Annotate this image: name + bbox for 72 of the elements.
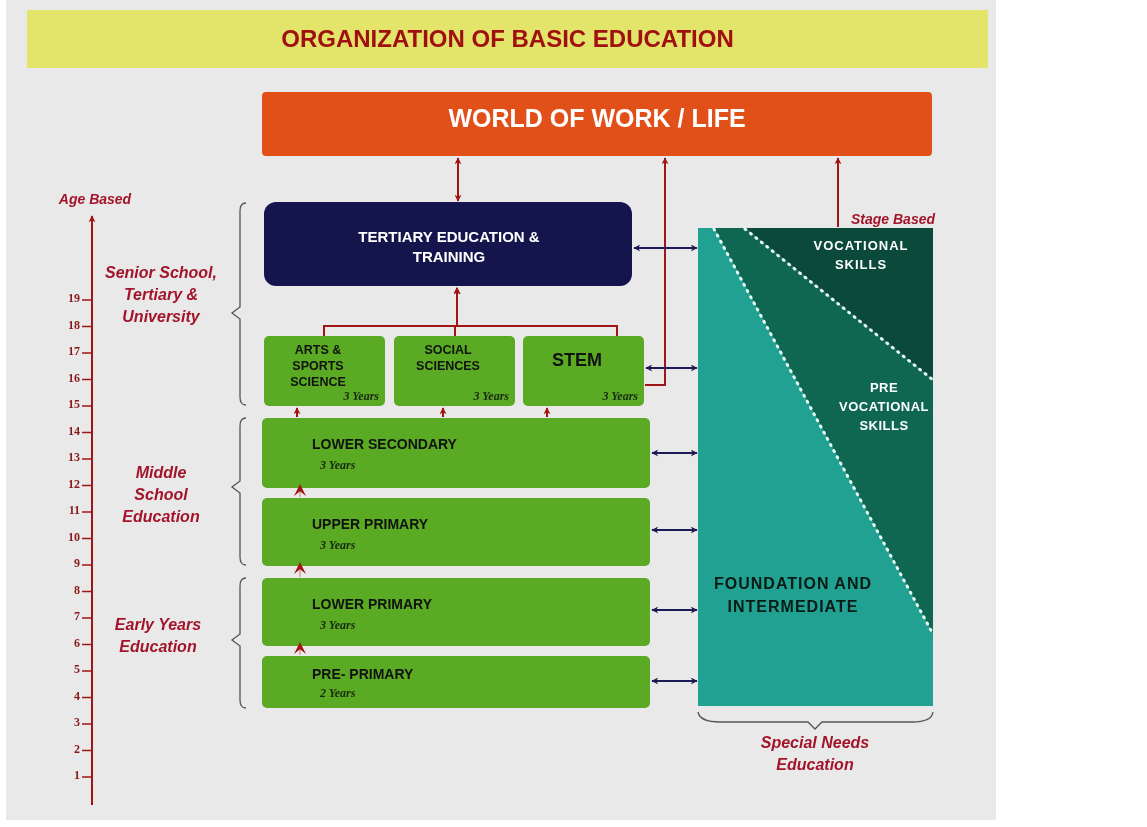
pathway-box bbox=[394, 336, 515, 406]
age-number: 5 bbox=[73, 662, 80, 677]
arrow bbox=[644, 157, 669, 386]
duration-text: 3 Years bbox=[473, 389, 509, 404]
arrow bbox=[633, 244, 698, 252]
skills-region bbox=[745, 228, 933, 380]
chevron-arrow bbox=[294, 642, 306, 656]
stage-box bbox=[262, 578, 650, 646]
box-heading: UPPER PRIMARY bbox=[312, 516, 429, 532]
destination-box bbox=[262, 92, 932, 156]
arrow bbox=[651, 526, 698, 534]
arrow bbox=[651, 449, 698, 457]
duration-text: 3 Years bbox=[320, 538, 356, 553]
duration-text: 3 Years bbox=[320, 458, 356, 473]
region-heading: PRE VOCATIONAL SKILLS bbox=[838, 379, 930, 435]
arrow bbox=[651, 606, 698, 614]
skills-region bbox=[714, 228, 933, 634]
age-number: 14 bbox=[67, 423, 80, 439]
age-number: 18 bbox=[67, 317, 80, 333]
stage-group-label: Special Needs Education bbox=[759, 733, 871, 775]
age-number: 11 bbox=[67, 503, 80, 518]
stage-box bbox=[262, 418, 650, 488]
age-number: 19 bbox=[67, 291, 80, 306]
arrow bbox=[651, 677, 698, 685]
box-heading: SOCIAL SCIENCES bbox=[415, 342, 481, 374]
stage-group-label: Early Years Education bbox=[113, 615, 203, 657]
arrow bbox=[834, 157, 842, 228]
age-number: 7 bbox=[73, 609, 80, 624]
age-number: 13 bbox=[67, 450, 80, 465]
title-banner: ORGANIZATION OF BASIC EDUCATION bbox=[27, 10, 988, 68]
region-heading: FOUNDATION AND INTERMEDIATE bbox=[713, 574, 873, 617]
age-number: 3 bbox=[73, 715, 80, 730]
box-heading: LOWER PRIMARY bbox=[312, 596, 433, 612]
pathway-box bbox=[523, 336, 644, 406]
duration-text: 3 Years bbox=[343, 389, 379, 404]
box-heading: ARTS & SPORTS SCIENCE bbox=[289, 342, 347, 390]
duration-text: 3 Years bbox=[320, 618, 356, 633]
age-number: 6 bbox=[73, 635, 80, 651]
axis-label: Stage Based bbox=[849, 210, 937, 229]
chevron-arrow bbox=[294, 484, 306, 498]
box-heading: STEM bbox=[551, 352, 603, 368]
age-number: 17 bbox=[67, 344, 80, 359]
age-number: 12 bbox=[67, 476, 80, 492]
age-number: 1 bbox=[73, 768, 80, 783]
arrow bbox=[293, 407, 301, 418]
stage-group-label: Senior School, Tertiary & University bbox=[104, 263, 218, 327]
age-number: 15 bbox=[67, 397, 80, 412]
arrow bbox=[453, 287, 618, 337]
duration-text: 2 Years bbox=[320, 686, 356, 701]
arrow bbox=[439, 407, 447, 418]
age-number: 16 bbox=[67, 370, 80, 386]
axis-label: Age Based bbox=[57, 190, 133, 209]
stage-box bbox=[262, 656, 650, 708]
tertiary-box bbox=[264, 202, 632, 286]
age-number: 8 bbox=[73, 582, 80, 598]
box-heading: LOWER SECONDARY bbox=[312, 436, 457, 452]
box-heading: TERTIARY EDUCATION & TRAINING bbox=[357, 227, 541, 267]
age-number: 10 bbox=[67, 529, 80, 545]
pathway-box bbox=[264, 336, 385, 406]
age-number: 2 bbox=[73, 741, 80, 757]
box-heading: WORLD OF WORK / LIFE bbox=[447, 104, 747, 133]
arrow bbox=[454, 157, 462, 202]
region-heading: VOCATIONAL SKILLS bbox=[812, 237, 910, 274]
duration-text: 3 Years bbox=[602, 389, 638, 404]
stage-box bbox=[262, 498, 650, 566]
age-number: 9 bbox=[73, 556, 80, 571]
arrow bbox=[543, 407, 551, 418]
arrow bbox=[645, 364, 698, 372]
stage-group-label: Middle School Education bbox=[121, 463, 201, 527]
age-number: 4 bbox=[73, 688, 80, 704]
foundation-panel bbox=[698, 228, 933, 706]
box-heading: PRE- PRIMARY bbox=[312, 666, 414, 682]
